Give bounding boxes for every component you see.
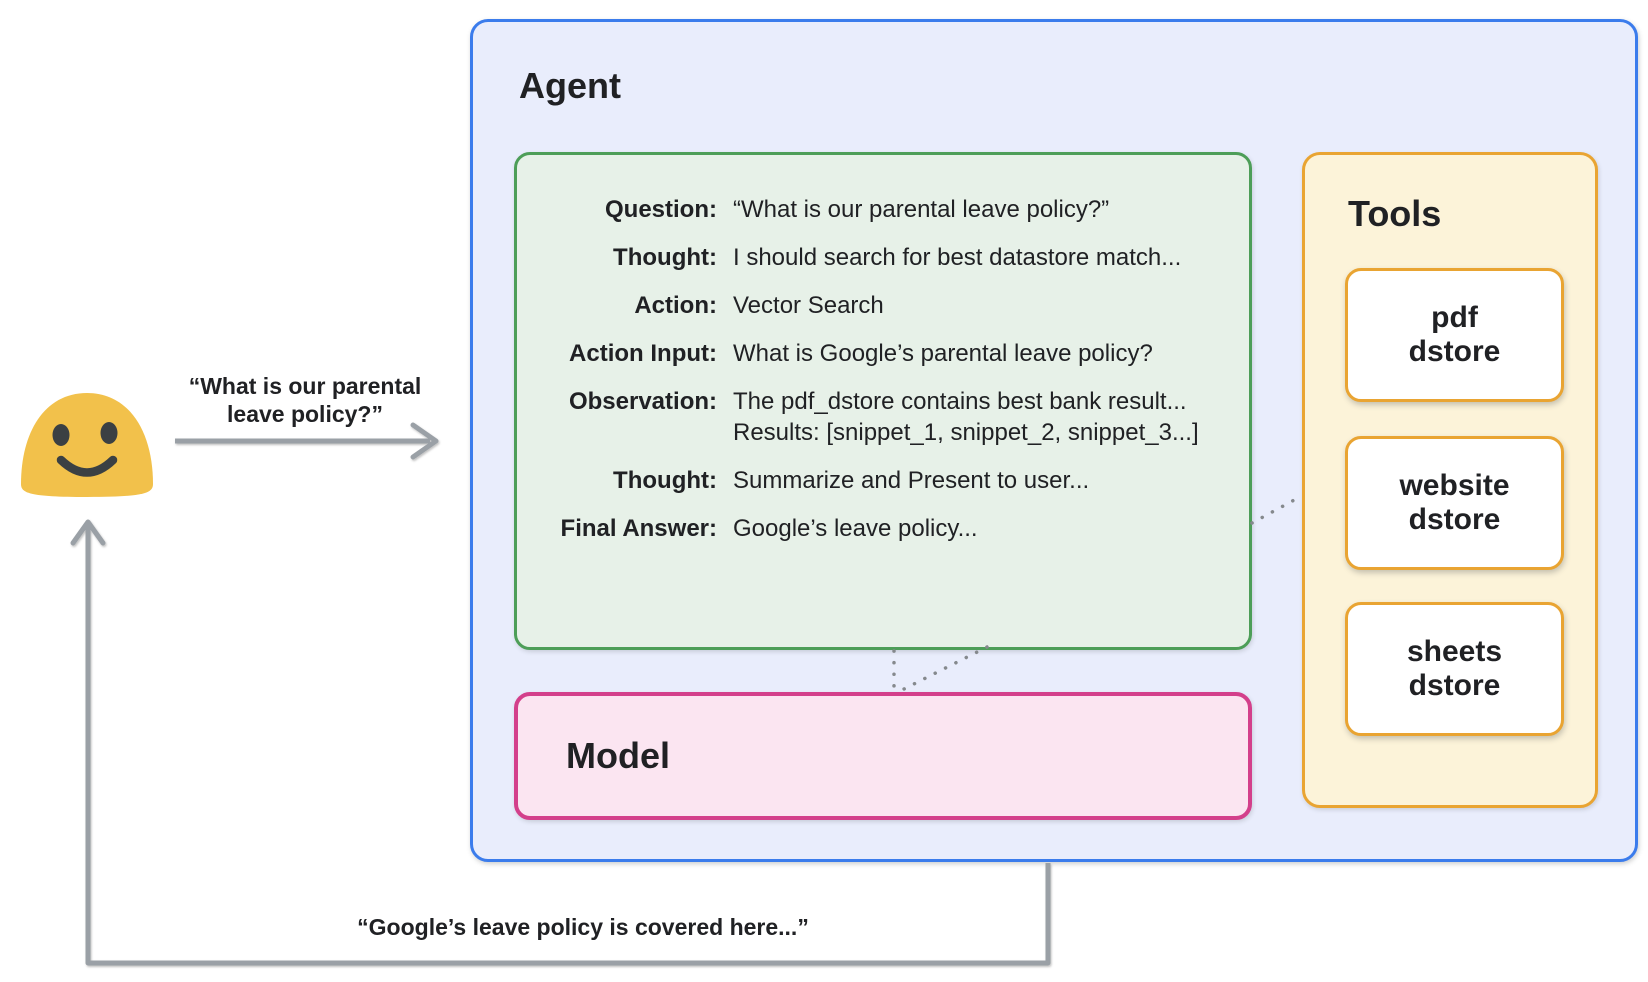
trace-label: Observation: <box>568 388 717 415</box>
trace-label: Question: <box>605 196 717 223</box>
trace-value: Summarize and Present to user... <box>733 467 1090 494</box>
emoji-right-eye <box>100 422 118 444</box>
trace-row-action: Action: Vector Search <box>517 290 1249 321</box>
model-box: Model <box>514 692 1252 820</box>
tool-label-line2: dstore <box>1408 669 1501 702</box>
tool-card-pdf-dstore: pdf dstore <box>1345 268 1564 402</box>
emoji-smile <box>56 455 118 477</box>
tool-label-line1: sheets <box>1406 635 1503 668</box>
trace-value: I should search for best datastore match… <box>733 244 1182 271</box>
user-request-line2: leave policy?” <box>227 401 383 427</box>
trace-value: What is Google’s parental leave policy? <box>733 340 1153 367</box>
trace-value: “What is our parental leave policy?” <box>733 196 1110 223</box>
trace-row-question: Question: “What is our parental leave po… <box>517 194 1249 225</box>
trace-value: The pdf_dstore contains best bank result… <box>733 386 1199 448</box>
user-to-agent-arrow <box>175 422 439 460</box>
tools-box: Tools pdf dstore website dstore sheets d… <box>1302 152 1598 808</box>
request-arrowhead-icon <box>410 422 439 460</box>
tool-label-line1: pdf <box>1431 301 1478 334</box>
user-request-line1: “What is our parental <box>188 373 422 399</box>
trace-value: Vector Search <box>733 292 884 319</box>
trace-value: Google’s leave policy... <box>733 515 978 542</box>
trace-row-thought-2: Thought: Summarize and Present to user..… <box>517 465 1249 496</box>
user-request-label: “What is our parental leave policy?” <box>160 372 450 428</box>
trace-row-final-answer: Final Answer: Google’s leave policy... <box>517 513 1249 544</box>
user-blob-emoji-icon <box>21 393 153 497</box>
observation-line2: Results: [snippet_1, snippet_2, snippet_… <box>733 419 1199 446</box>
agent-box: Agent Question: “What is our parental le… <box>470 19 1638 862</box>
trace-label: Thought: <box>613 244 717 271</box>
trace-row-observation: Observation: The pdf_dstore contains bes… <box>517 386 1249 448</box>
observation-line1: The pdf_dstore contains best bank result… <box>733 388 1187 415</box>
tool-card-sheets-dstore: sheets dstore <box>1345 602 1564 736</box>
tool-label-line2: dstore <box>1408 335 1501 368</box>
return-arrowhead-icon <box>70 519 106 546</box>
tools-title: Tools <box>1348 193 1442 234</box>
emoji-head <box>21 393 153 497</box>
trace-box: Question: “What is our parental leave po… <box>514 152 1252 650</box>
tool-label-line2: dstore <box>1408 503 1501 536</box>
trace-label: Thought: <box>613 467 717 494</box>
agent-title: Agent <box>519 65 621 106</box>
trace-label: Action: <box>634 292 717 319</box>
trace-label: Final Answer: <box>560 515 717 542</box>
trace-row-action-input: Action Input: What is Google’s parental … <box>517 338 1249 369</box>
trace-label: Action Input: <box>569 340 717 367</box>
tool-label-line1: website <box>1399 469 1510 502</box>
tool-card-website-dstore: website dstore <box>1345 436 1564 570</box>
model-title: Model <box>566 735 670 776</box>
emoji-left-eye <box>52 424 70 446</box>
agent-response-label: “Google’s leave policy is covered here..… <box>357 914 809 940</box>
trace-row-thought-1: Thought: I should search for best datast… <box>517 242 1249 273</box>
